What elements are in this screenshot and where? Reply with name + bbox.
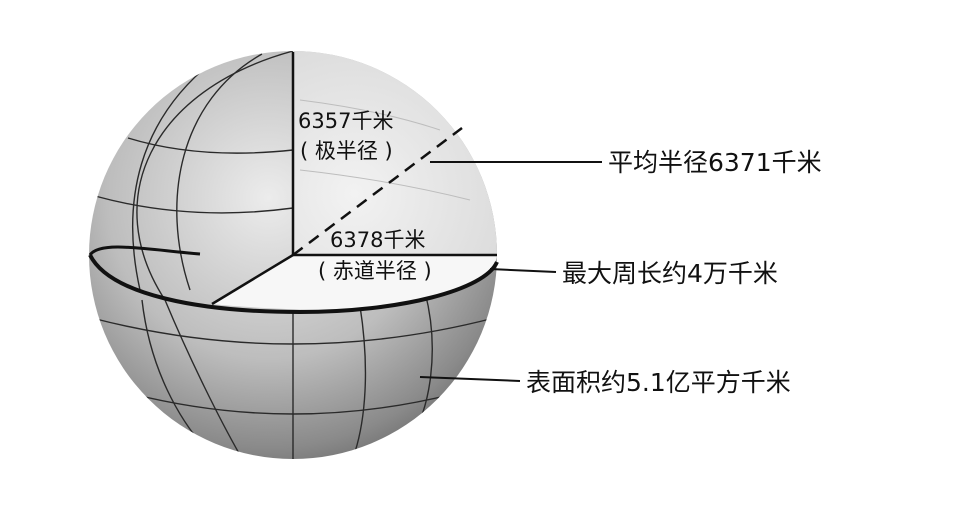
latitude-line [127,137,294,154]
equatorial-radius-name: ( 赤道半径 ) [318,259,432,283]
cutaway-shading [299,99,471,201]
longitude-line [131,61,213,291]
mean-radius-label: 平均半径6371千米 [608,148,822,177]
longitude-line [176,53,263,291]
front-radius-line [211,253,294,306]
equatorial-radius-value: 6378千米 [330,228,425,252]
longitude-line [136,51,294,456]
surface-area-leader [419,376,521,382]
equator-plane [212,255,497,311]
polar-radius-value: 6357千米 [298,109,393,133]
cutaway-face [293,51,497,255]
max-circumference-label: 最大周长约4万千米 [562,259,778,288]
polar-radius-name: ( 极半径 ) [300,139,393,163]
longitude-line [354,305,367,453]
equator-back-line [88,245,201,257]
equator-line [88,254,499,315]
circumference-leader [489,268,557,273]
mean-radius-dashed-line [292,127,463,256]
latitude-line [94,195,294,214]
surface-area-label: 表面积约5.1亿平方千米 [526,368,791,397]
